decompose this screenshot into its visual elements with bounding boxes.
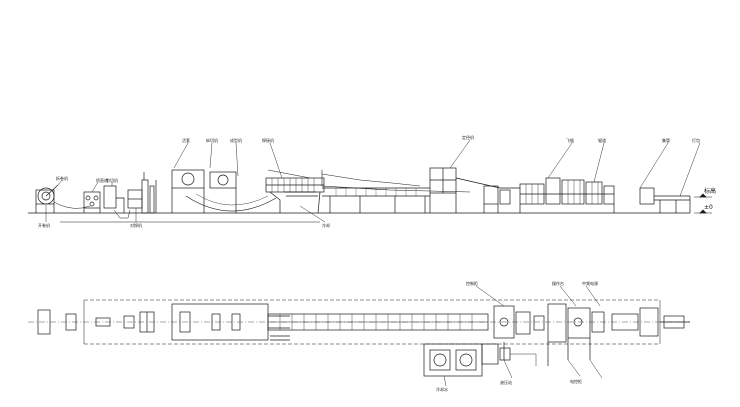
label-shear: 剪切机 — [106, 178, 118, 183]
label-uncoiler: 拆卷机 — [56, 176, 68, 181]
conveyor — [321, 170, 471, 213]
uprights — [141, 172, 157, 214]
label-decoiler: 开卷机 — [38, 223, 50, 228]
plan-entry — [37, 309, 155, 335]
control-cabinets — [423, 343, 511, 377]
uncoiler — [35, 184, 59, 213]
label-straightener: 矫直机 — [96, 178, 108, 183]
label-packing: 打包 — [692, 138, 700, 143]
loop-curve — [185, 195, 277, 212]
level-top: 标高 — [704, 188, 717, 195]
label-slitter: 纵切机 — [206, 138, 218, 143]
label-welder: 对焊机 — [130, 223, 142, 228]
label-cooling-water: 冷却水 — [436, 387, 448, 392]
label-accumulator: 活套 — [182, 138, 190, 143]
level-marks — [694, 193, 712, 214]
elevation-view — [28, 139, 712, 223]
sizing-mill — [483, 185, 511, 213]
forming-mill — [265, 169, 325, 214]
label-control-cabinet: 控制柜 — [466, 281, 478, 286]
plan-stand-cluster — [493, 303, 605, 366]
label-collector: 集管 — [662, 138, 670, 143]
flying-saw — [639, 187, 691, 213]
label-console: 操作台 — [552, 281, 564, 286]
level-zero: ±0 — [704, 204, 713, 211]
label-welding: 焊接机 — [262, 138, 274, 143]
welder-bracket — [113, 209, 131, 219]
plan-mill-line — [267, 313, 489, 341]
label-forming: 成型机 — [230, 138, 242, 143]
label-roller-table: 辊道 — [598, 138, 606, 143]
leader-lines — [45, 139, 701, 223]
plan-runout — [611, 307, 690, 337]
cooling-hood — [429, 167, 520, 213]
cable-runs — [443, 285, 603, 387]
label-hydraulic: 液压站 — [500, 380, 512, 385]
label-flying-saw: 飞锯 — [566, 138, 574, 143]
strip-path — [53, 201, 91, 209]
label-cooling: 冷却 — [322, 223, 330, 228]
label-sizing: 定径机 — [462, 135, 474, 140]
straightener — [83, 191, 101, 213]
label-hf-power: 中频电源 — [582, 281, 598, 286]
plan-view — [28, 285, 690, 387]
stand-cluster — [519, 177, 615, 213]
label-electric-cabinet: 电控柜 — [570, 379, 582, 384]
accumulator — [171, 169, 277, 213]
